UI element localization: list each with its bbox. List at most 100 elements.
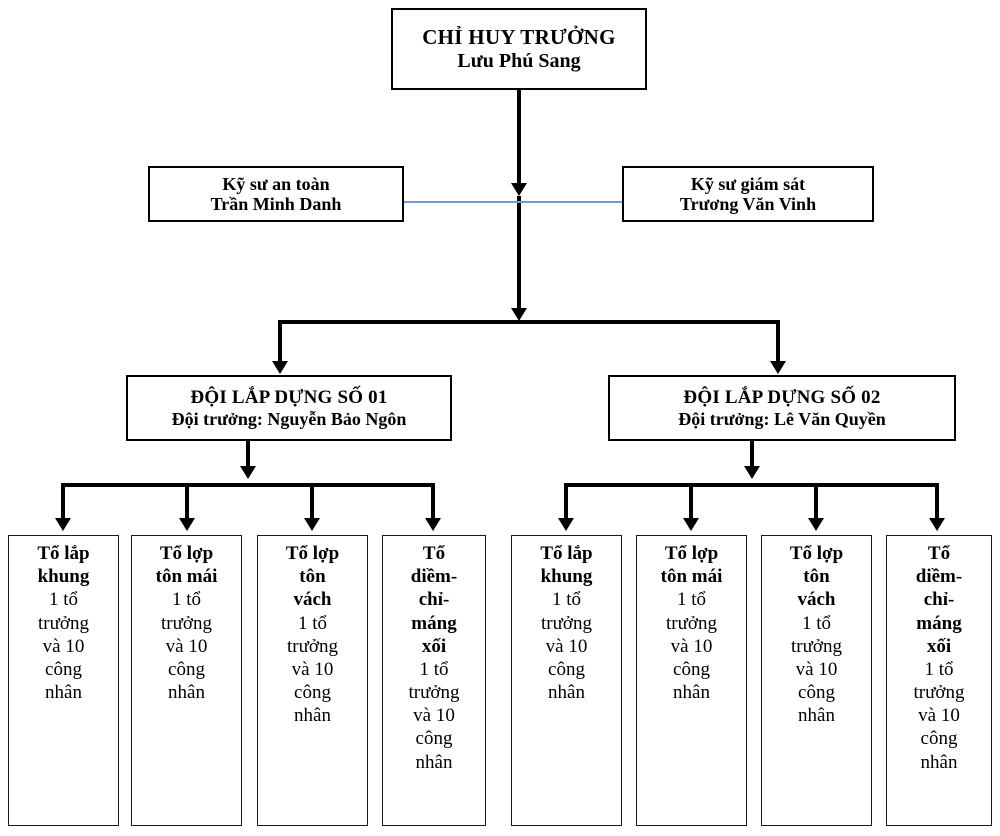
bus-teams: [278, 320, 780, 324]
arrowhead-crew-r1: [558, 518, 574, 531]
crew-detail-line: nhân: [673, 682, 710, 704]
crew-detail-line: 1 tổ: [924, 658, 954, 680]
crew-detail-line: nhân: [548, 682, 585, 704]
crew-detail-line: nhân: [798, 705, 835, 727]
crew-detail-line: 1 tổ: [48, 589, 79, 611]
connector-crew-l3: [310, 483, 314, 520]
team-01-role: ĐỘI LẮP DỰNG SỐ 01: [190, 387, 388, 409]
node-supervisor-engineer[interactable]: Kỹ sư giám sát Trương Văn Vinh: [622, 166, 874, 222]
crew-title-line: tôn: [803, 566, 830, 588]
team-01-name: Đội trưởng: Nguyễn Bảo Ngôn: [171, 408, 407, 429]
supervisor-engineer-role: Kỹ sư giám sát: [690, 173, 806, 194]
crew-detail-line: trưởng: [913, 682, 965, 704]
node-team-02[interactable]: ĐỘI LẮP DỰNG SỐ 02 Đội trưởng: Lê Văn Qu…: [608, 375, 956, 441]
crew-title-line: vách: [293, 589, 332, 611]
crew-detail-line: công: [920, 728, 958, 750]
crew-detail-line: trưởng: [161, 612, 212, 634]
crew-title-line: Tổ lắp: [37, 543, 90, 564]
connector-team-01: [278, 320, 282, 362]
crew-title-line: chỉ-: [418, 589, 450, 611]
connector-commander-down: [517, 90, 521, 186]
crew-detail-line: nhân: [415, 751, 453, 773]
crew-detail-line: 1 tổ: [419, 658, 449, 680]
connector-to-team-bus: [517, 196, 521, 312]
crew-title-line: Tổ lợp: [789, 543, 844, 564]
arrowhead-crew-l1: [55, 518, 71, 531]
crew-detail-line: công: [415, 728, 453, 750]
bus-crews-team-02: [564, 483, 939, 487]
crew-title-line: xối: [421, 635, 447, 657]
connector-crew-l4: [431, 483, 435, 520]
crew-title-line: chỉ-: [923, 589, 955, 611]
commander-name: Lưu Phú Sang: [457, 49, 581, 72]
crew-detail-line: và 10: [165, 635, 208, 657]
connector-crew-r4: [935, 483, 939, 520]
safety-engineer-name: Trần Minh Danh: [210, 194, 342, 214]
connector-crew-r1: [564, 483, 568, 520]
crew-detail-line: và 10: [670, 635, 713, 657]
commander-role: CHỈ HUY TRƯỞNG: [422, 25, 616, 50]
crew-detail-line: nhân: [168, 682, 205, 704]
crew-detail-line: 1 tổ: [297, 612, 328, 634]
crew-title-line: Tổ: [927, 543, 951, 564]
supervisor-engineer-name: Trương Văn Vinh: [679, 194, 817, 214]
connector-crew-r3: [814, 483, 818, 520]
crew-detail-line: 1 tổ: [801, 612, 832, 634]
cross-link-engineers: [404, 201, 622, 203]
crew-detail-line: công: [45, 658, 82, 680]
node-safety-engineer[interactable]: Kỹ sư an toàn Trần Minh Danh: [148, 166, 404, 222]
crew-detail-line: và 10: [42, 635, 85, 657]
node-commander[interactable]: CHỈ HUY TRƯỞNG Lưu Phú Sang: [391, 8, 647, 90]
crew-detail-line: công: [798, 682, 835, 704]
crew-detail-line: trưởng: [791, 635, 842, 657]
bus-crews-team-01: [61, 483, 435, 487]
crew-detail-line: trưởng: [666, 612, 717, 634]
arrowhead-crew-r4: [929, 518, 945, 531]
crew-title-line: xối: [926, 635, 952, 657]
arrowhead-crew-r3: [808, 518, 824, 531]
crew-detail-line: trưởng: [38, 612, 89, 634]
crew-detail-line: và 10: [291, 658, 334, 680]
node-team-01[interactable]: ĐỘI LẮP DỰNG SỐ 01 Đội trưởng: Nguyễn Bả…: [126, 375, 452, 441]
arrowhead-team-bus: [511, 308, 527, 321]
crew-detail-line: công: [168, 658, 205, 680]
crew-title-line: Tổ: [422, 543, 446, 564]
connector-crew-l2: [185, 483, 189, 520]
crew-detail-line: công: [673, 658, 710, 680]
crew-title-line: Tổ lợp: [285, 543, 340, 564]
connector-crew-r2: [689, 483, 693, 520]
crew-detail-line: trưởng: [408, 682, 460, 704]
crew-title-line: diềm-: [410, 566, 458, 588]
crew-detail-line: công: [294, 682, 331, 704]
safety-engineer-role: Kỹ sư an toàn: [222, 173, 330, 194]
crew-title-line: máng: [411, 612, 457, 634]
crew-detail-line: và 10: [795, 658, 838, 680]
connector-team-02: [776, 320, 780, 362]
arrowhead-crew-l4: [425, 518, 441, 531]
crew-detail-line: và 10: [413, 705, 455, 727]
crew-detail-line: 1 tổ: [551, 589, 582, 611]
crew-title-line: tôn mái: [660, 566, 723, 588]
connector-team-01-down: [246, 441, 250, 470]
team-02-name: Đội trưởng: Lê Văn Quyền: [678, 408, 886, 429]
crew-title-line: vách: [797, 589, 836, 611]
connector-team-02-down: [750, 441, 754, 470]
crew-title-line: tôn mái: [155, 566, 218, 588]
team-02-role: ĐỘI LẮP DỰNG SỐ 02: [683, 387, 881, 409]
crew-detail-line: nhân: [920, 751, 958, 773]
arrowhead-team-02: [770, 361, 786, 374]
arrowhead-commander-down: [511, 183, 527, 196]
arrowhead-crew-l2: [179, 518, 195, 531]
crew-title-line: máng: [916, 612, 962, 634]
crew-detail-line: nhân: [294, 705, 331, 727]
arrowhead-crew-l3: [304, 518, 320, 531]
